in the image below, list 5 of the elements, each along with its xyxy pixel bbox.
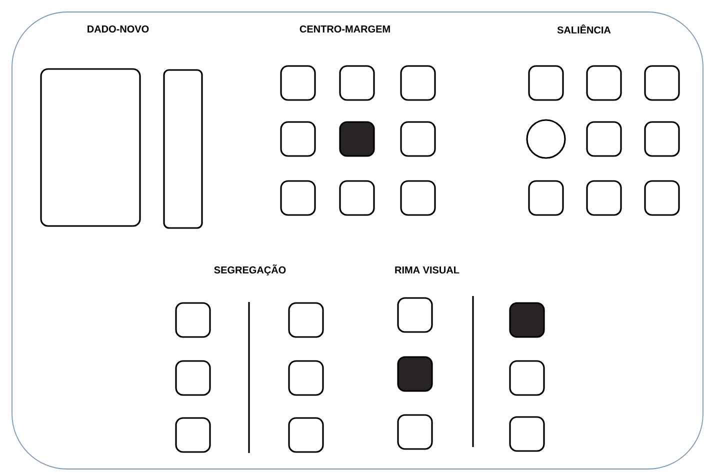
section-title: SEGREGAÇÃO (214, 264, 286, 276)
section-title: CENTRO-MARGEM (300, 25, 390, 33)
section-title: RIMA VISUAL (395, 266, 460, 274)
section-title: SALIÊNCIA (557, 24, 611, 34)
section-title: DADO-NOVO (88, 25, 149, 33)
